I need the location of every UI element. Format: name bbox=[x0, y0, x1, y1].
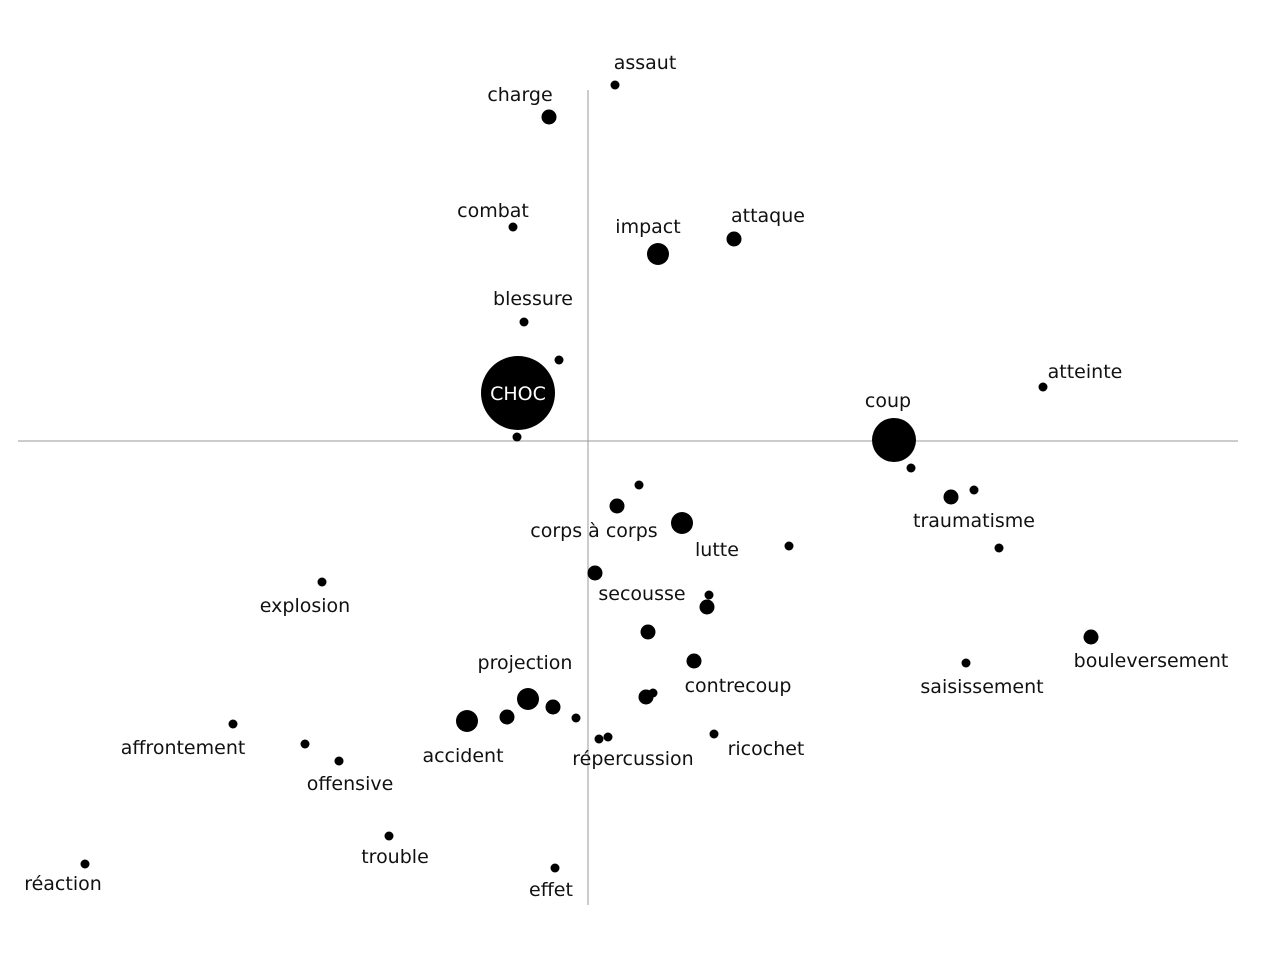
point-combat: combat bbox=[457, 200, 529, 232]
point-label: explosion bbox=[260, 595, 350, 617]
point-label: bouleversement bbox=[1074, 650, 1229, 672]
unlabeled-dot bbox=[640, 624, 656, 640]
point-label: affrontement bbox=[121, 737, 246, 759]
point-label: ricochet bbox=[728, 738, 805, 760]
point-saisissement: saisissement bbox=[920, 658, 1044, 698]
point-trouble: trouble bbox=[361, 831, 429, 868]
unlabeled-dot bbox=[638, 689, 654, 705]
unlabeled-dot bbox=[571, 713, 581, 723]
center-label: CHOC bbox=[490, 383, 546, 405]
center-dot bbox=[481, 356, 555, 430]
unlabeled-dot bbox=[704, 590, 714, 600]
point-label: traumatisme bbox=[913, 510, 1035, 532]
point-atteinte: atteinte bbox=[1038, 361, 1123, 392]
unlabeled-dot bbox=[994, 543, 1004, 553]
point-label: attaque bbox=[731, 205, 805, 227]
point-secousse: secousse bbox=[587, 565, 686, 605]
unlabeled-dot bbox=[512, 432, 522, 442]
unlabeled-dot bbox=[634, 480, 644, 490]
point-dot bbox=[943, 489, 959, 505]
unlabeled-dot bbox=[784, 541, 794, 551]
point-dot bbox=[726, 231, 742, 247]
point-dot bbox=[334, 756, 344, 766]
point-affrontement: affrontement bbox=[121, 719, 246, 759]
point-projection: projection bbox=[478, 652, 573, 710]
point-label: réaction bbox=[24, 873, 102, 895]
point-charge: charge bbox=[487, 84, 557, 125]
point-label: atteinte bbox=[1048, 361, 1123, 383]
point-label: lutte bbox=[695, 539, 739, 561]
point-dot bbox=[610, 80, 620, 90]
point-assaut: assaut bbox=[610, 52, 677, 90]
unlabeled-dot bbox=[906, 463, 916, 473]
point-dot bbox=[647, 243, 669, 265]
unlabeled-dot bbox=[499, 709, 515, 725]
unlabeled-dot bbox=[594, 734, 604, 744]
point-label: impact bbox=[615, 216, 680, 238]
point-corps-a-corps: corps à corps bbox=[530, 498, 658, 542]
point-label: coup bbox=[865, 390, 911, 412]
point-offensive: offensive bbox=[307, 756, 394, 795]
point-ricochet: ricochet bbox=[709, 729, 805, 760]
point-label: offensive bbox=[307, 773, 394, 795]
point-dot bbox=[686, 653, 702, 669]
point-label: combat bbox=[457, 200, 529, 222]
point-label: accident bbox=[422, 745, 503, 767]
point-dot bbox=[671, 512, 693, 534]
point-dot bbox=[587, 565, 603, 581]
unlabeled-dot bbox=[969, 485, 979, 495]
unlabeled-dot bbox=[699, 599, 715, 615]
point-attaque: attaque bbox=[726, 205, 805, 247]
point-dot bbox=[872, 418, 916, 462]
point-reaction: réaction bbox=[24, 859, 102, 895]
point-label: répercussion bbox=[572, 748, 693, 770]
point-explosion: explosion bbox=[260, 577, 350, 617]
point-dot bbox=[508, 222, 518, 232]
point-dot bbox=[1038, 382, 1048, 392]
point-dot bbox=[317, 577, 327, 587]
point-dot bbox=[519, 317, 529, 327]
point-dot bbox=[609, 498, 625, 514]
point-label: saisissement bbox=[920, 676, 1043, 698]
point-dot bbox=[603, 732, 613, 742]
labeled-points: assaut charge combat impact attaque blessure a… bbox=[24, 52, 1228, 901]
point-lutte: lutte bbox=[671, 512, 739, 561]
point-bouleversement: bouleversement bbox=[1074, 629, 1229, 672]
point-label: blessure bbox=[493, 288, 573, 310]
point-dot bbox=[517, 688, 539, 710]
point-label: trouble bbox=[361, 846, 429, 868]
point-coup: coup bbox=[865, 390, 916, 462]
point-repercussion: répercussion bbox=[572, 732, 694, 770]
unlabeled-dot bbox=[545, 699, 561, 715]
point-label: contrecoup bbox=[685, 675, 792, 697]
point-accident: accident bbox=[422, 710, 504, 767]
point-dot bbox=[228, 719, 238, 729]
unlabeled-dots bbox=[300, 355, 1004, 749]
point-contrecoup: contrecoup bbox=[685, 653, 792, 697]
point-dot bbox=[550, 863, 560, 873]
point-dot bbox=[456, 710, 478, 732]
point-dot bbox=[709, 729, 719, 739]
point-label: charge bbox=[487, 84, 552, 106]
point-dot bbox=[961, 658, 971, 668]
point-dot bbox=[541, 109, 557, 125]
point-effet: effet bbox=[529, 863, 573, 901]
point-label: corps à corps bbox=[530, 520, 657, 542]
point-label: secousse bbox=[598, 583, 685, 605]
center-node: CHOC bbox=[481, 356, 555, 430]
point-dot bbox=[384, 831, 394, 841]
point-impact: impact bbox=[615, 216, 681, 265]
point-blessure: blessure bbox=[493, 288, 573, 327]
point-dot bbox=[1083, 629, 1099, 645]
point-label: effet bbox=[529, 879, 573, 901]
unlabeled-dot bbox=[300, 739, 310, 749]
point-label: projection bbox=[478, 652, 573, 674]
point-traumatisme: traumatisme bbox=[913, 489, 1035, 532]
point-dot bbox=[80, 859, 90, 869]
point-label: assaut bbox=[614, 52, 677, 74]
unlabeled-dot bbox=[554, 355, 564, 365]
